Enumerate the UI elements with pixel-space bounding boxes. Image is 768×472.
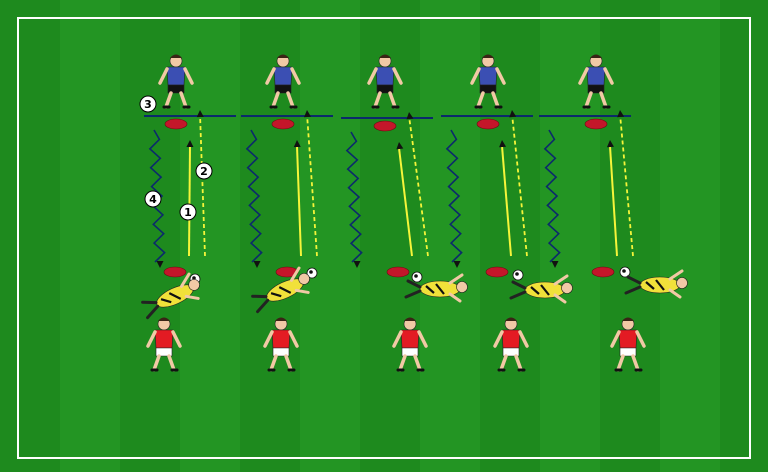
red-cone-icon — [271, 118, 295, 130]
blue-player-icon — [367, 54, 403, 109]
red-cone-icon — [164, 118, 188, 130]
yellow-keeper-icon — [624, 269, 688, 299]
yellow-keeper-icon — [141, 272, 200, 320]
dribble-path — [445, 129, 463, 263]
run-dashed-line — [408, 115, 429, 257]
run-dashed-line — [199, 113, 206, 257]
red-cone-icon — [591, 266, 615, 278]
yellow-keeper-icon — [404, 273, 468, 303]
dribble-path — [245, 129, 263, 263]
red-cone-icon — [485, 266, 509, 278]
yellow-keeper-icon — [251, 266, 310, 314]
red-cone-icon — [163, 266, 187, 278]
pass-line — [501, 145, 512, 257]
run-dashed-line — [306, 113, 318, 257]
red-player-icon — [493, 317, 529, 372]
station-2 — [241, 54, 333, 372]
blue-player-icon — [158, 54, 194, 109]
yellow-keeper-icon — [509, 274, 573, 304]
dribble-path — [345, 131, 363, 263]
red-player-icon — [610, 317, 646, 372]
red-player-icon — [392, 317, 428, 372]
station-4 — [441, 54, 573, 372]
dribble-path — [543, 129, 561, 263]
marker-1: 1 — [179, 203, 197, 221]
red-cone-icon — [386, 266, 410, 278]
run-dashed-line — [511, 113, 528, 257]
red-cone-icon — [584, 118, 608, 130]
marker-4-label: 4 — [149, 193, 157, 206]
marker-1-label: 1 — [184, 206, 192, 219]
marker-2: 2 — [195, 162, 213, 180]
station-3 — [341, 54, 468, 372]
station-1 — [141, 54, 236, 372]
run-dashed-line — [619, 113, 634, 257]
marker-3-label: 3 — [144, 98, 152, 111]
red-cone-icon — [373, 120, 397, 132]
marker-3: 3 — [139, 95, 157, 113]
marker-4: 4 — [144, 190, 162, 208]
red-cone-icon — [476, 118, 500, 130]
marker-2-label: 2 — [200, 165, 208, 178]
station-5 — [539, 54, 688, 372]
blue-player-icon — [470, 54, 506, 109]
pass-line — [296, 145, 302, 257]
pitch-boundary — [17, 17, 751, 459]
blue-player-icon — [265, 54, 301, 109]
pass-line — [609, 145, 618, 257]
dribble-path — [148, 129, 166, 263]
red-player-icon — [146, 317, 182, 372]
red-player-icon — [263, 317, 299, 372]
pass-line — [188, 145, 191, 257]
drill-stations — [141, 54, 688, 372]
blue-player-icon — [578, 54, 614, 109]
pass-line — [398, 147, 413, 257]
